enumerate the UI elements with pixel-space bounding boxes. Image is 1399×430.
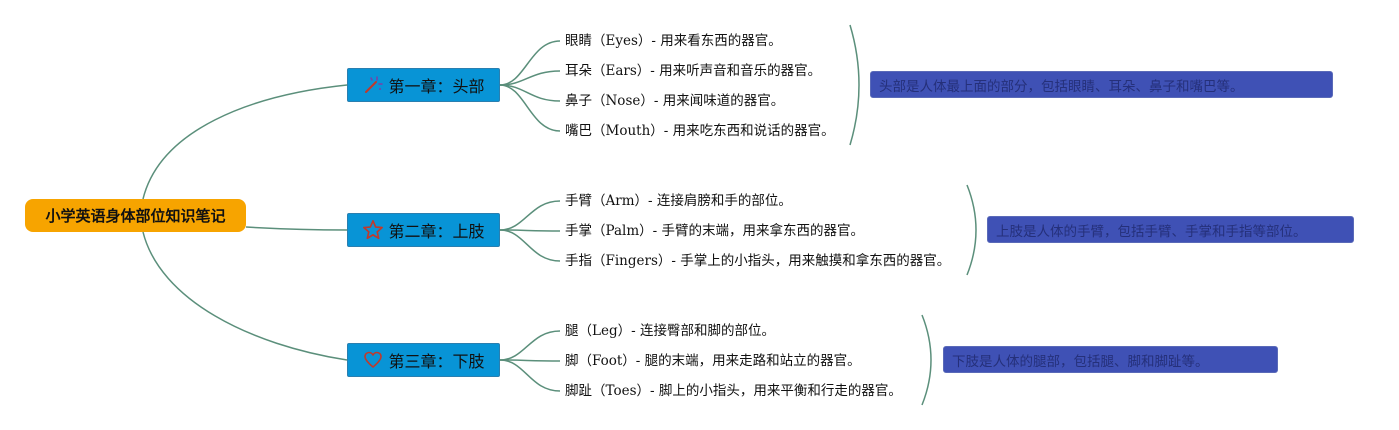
chapter-2-item-2[interactable]: 手掌（Palm）- 手臂的末端，用来拿东西的器官。 — [565, 223, 864, 239]
connector-root-chapter-2 — [245, 226, 348, 231]
root-topic-label: 小学英语身体部位知识笔记 — [45, 207, 226, 225]
chapter-3-item-2[interactable]: 脚（Foot）- 腿的末端，用来走路和站立的器官。 — [565, 353, 861, 369]
connector-ch3-item-3 — [499, 359, 561, 392]
chapter-2-upper-limbs[interactable]: 第二章：上肢 — [347, 213, 500, 247]
star-icon — [362, 219, 384, 241]
connector-ch1-item-4 — [499, 84, 561, 132]
chapter-1-summary-text: 头部是人体最上面的部分，包括眼睛、耳朵、鼻子和嘴巴等。 — [879, 78, 1244, 95]
root-topic[interactable]: 小学英语身体部位知识笔记 — [25, 199, 246, 232]
chapter-3-summary-text: 下肢是人体的腿部，包括腿、脚和脚趾等。 — [952, 353, 1209, 370]
chapter-3-label: 第三章：下肢 — [388, 352, 485, 371]
connector-ch2-item-1 — [499, 200, 561, 231]
chapter-1-item-2[interactable]: 耳朵（Ears）- 用来听声音和音乐的器官。 — [565, 63, 822, 79]
chapter-2-summary[interactable]: 上肢是人体的手臂，包括手臂、手掌和手指等部位。 — [987, 216, 1354, 243]
summary-brace-2 — [966, 184, 977, 276]
chapter-1-item-4[interactable]: 嘴巴（Mouth）- 用来吃东西和说话的器官。 — [565, 123, 835, 139]
chapter-3-item-3[interactable]: 脚趾（Toes）- 脚上的小指头，用来平衡和行走的器官。 — [565, 383, 902, 399]
connector-ch2-item-3 — [499, 229, 561, 262]
chapter-1-head[interactable]: 第一章：头部 — [347, 68, 500, 102]
chapter-1-label: 第一章：头部 — [388, 77, 485, 96]
chapter-1-item-1[interactable]: 眼睛（Eyes）- 用来看东西的器官。 — [565, 33, 782, 49]
chapter-2-label: 第二章：上肢 — [388, 222, 485, 241]
chapter-1-item-3[interactable]: 鼻子（Nose）- 用来闻味道的器官。 — [565, 93, 785, 109]
chapter-3-lower-limbs[interactable]: 第三章：下肢 — [347, 343, 500, 377]
connector-ch1-item-2 — [499, 70, 561, 86]
chapter-3-item-1[interactable]: 腿（Leg）- 连接臀部和脚的部位。 — [565, 323, 775, 339]
connector-ch3-item-1 — [499, 330, 561, 361]
chapter-3-summary[interactable]: 下肢是人体的腿部，包括腿、脚和脚趾等。 — [943, 346, 1278, 373]
chapter-2-item-3[interactable]: 手指（Fingers）- 手掌上的小指头，用来触摸和拿东西的器官。 — [565, 253, 951, 269]
chapter-1-summary[interactable]: 头部是人体最上面的部分，包括眼睛、耳朵、鼻子和嘴巴等。 — [870, 71, 1333, 98]
chapter-2-summary-text: 上肢是人体的手臂，包括手臂、手掌和手指等部位。 — [996, 223, 1307, 240]
connector-ch1-item-1 — [499, 40, 561, 86]
connector-root-chapter-1 — [142, 84, 348, 200]
summary-brace-1 — [849, 24, 860, 146]
summary-brace-3 — [921, 314, 932, 406]
connector-root-chapter-3 — [142, 231, 348, 361]
chapter-2-item-1[interactable]: 手臂（Arm）- 连接肩膀和手的部位。 — [565, 193, 792, 209]
heart-icon — [362, 349, 384, 371]
magic-wand-icon — [362, 74, 384, 96]
